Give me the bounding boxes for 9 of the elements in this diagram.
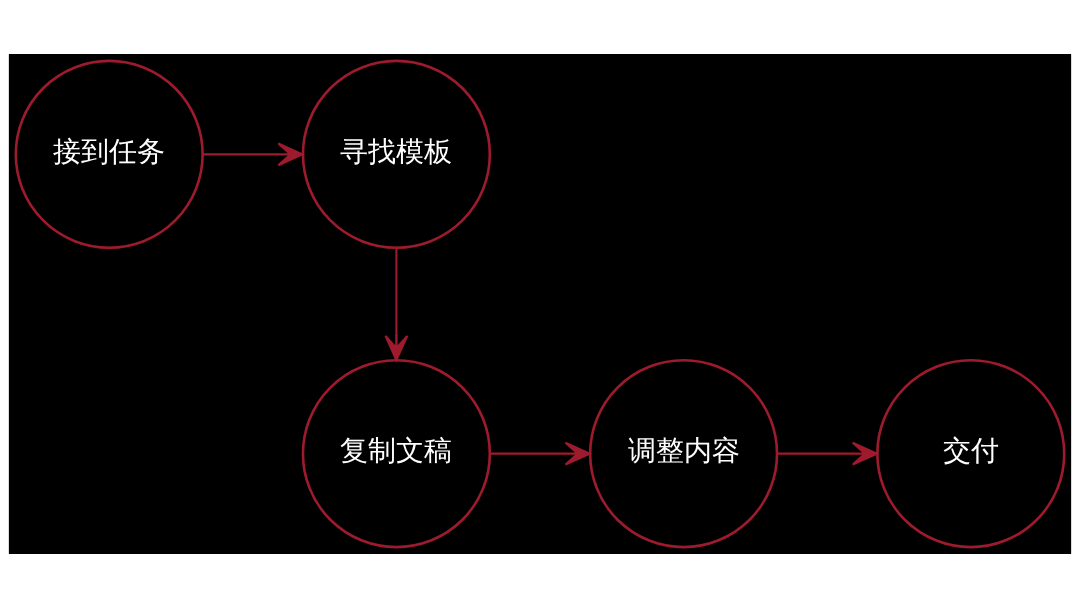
node-circle: 接到任务 [14,59,204,250]
arrow [490,441,591,466]
arrow [384,248,409,362]
node-circle: 交付 [876,358,1066,549]
node-circle: 调整内容 [588,358,779,549]
node-circle: 寻找模板 [301,59,492,250]
arrow [203,142,304,167]
arrow [777,441,878,466]
node-circle: 复制文稿 [301,358,492,549]
